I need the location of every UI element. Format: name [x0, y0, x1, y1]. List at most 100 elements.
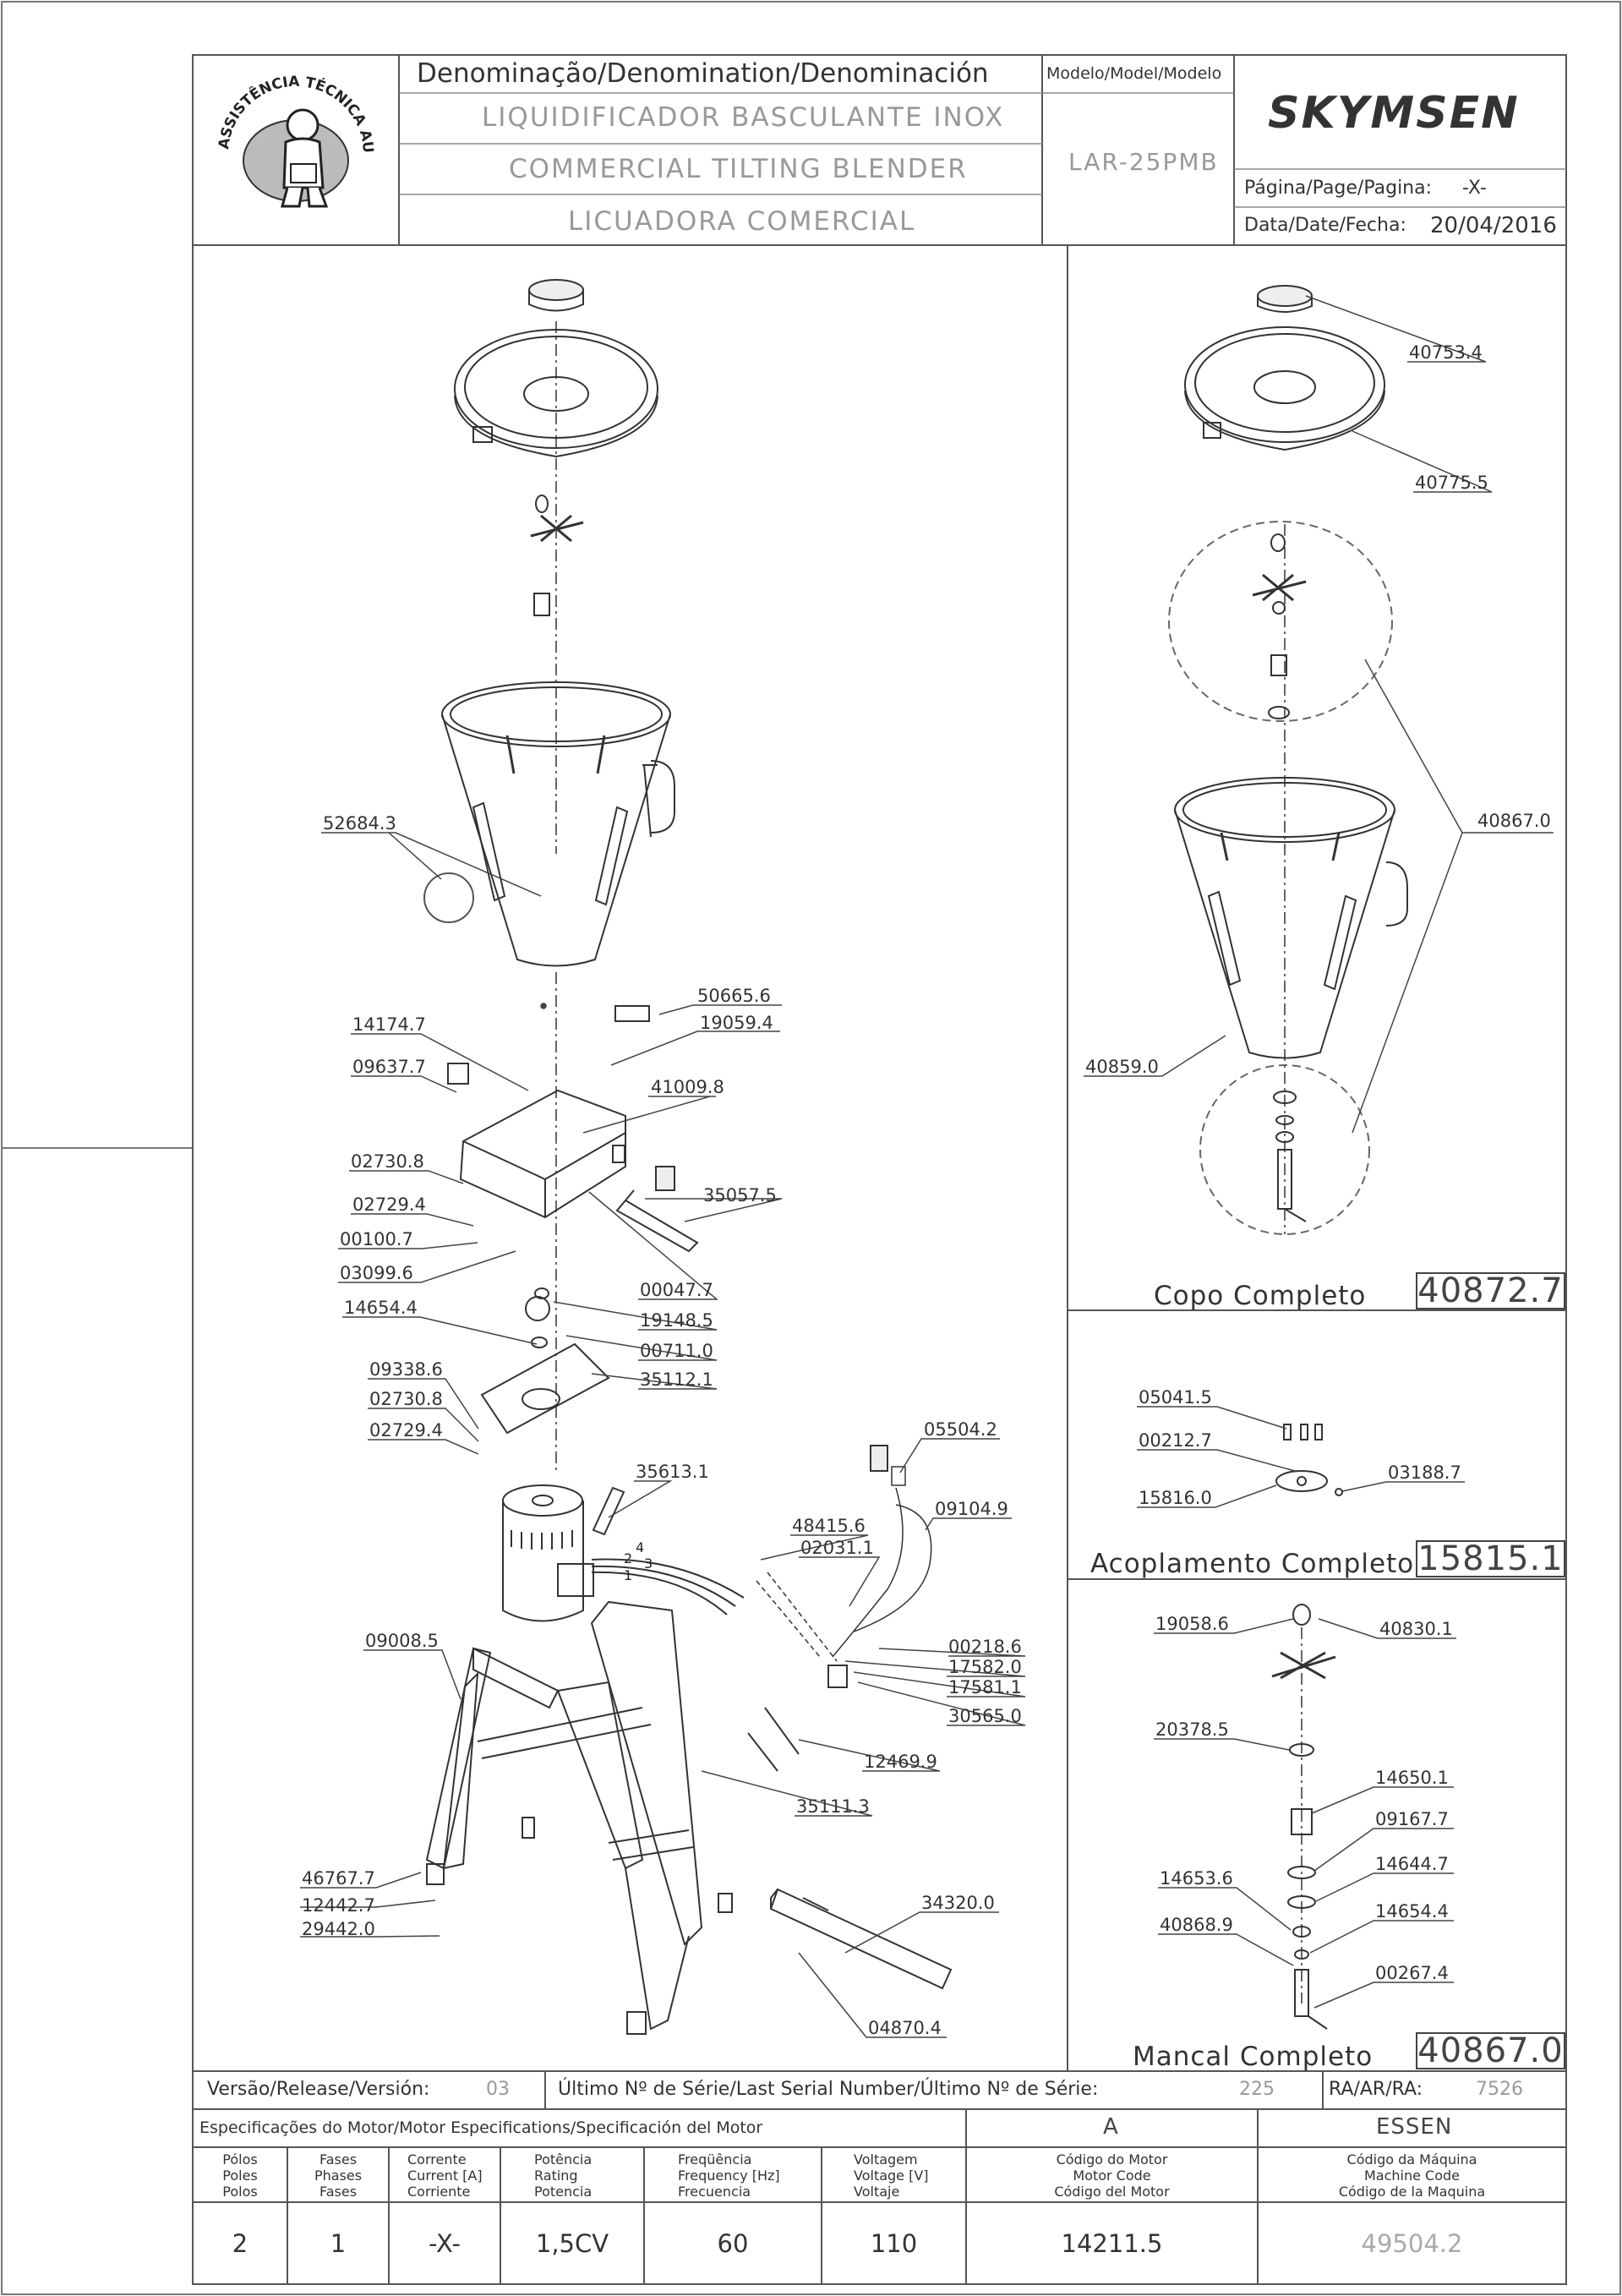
wire-number: 4 — [636, 1539, 645, 1555]
ra-label: RA/AR/RA: — [1329, 2079, 1423, 2100]
wire-number: 3 — [644, 1555, 653, 1572]
motor-spec-title: Especificações do Motor/Motor Especifica… — [199, 2118, 763, 2137]
callout-label: 09637.7 — [352, 1057, 426, 1077]
callout-label: 40868.9 — [1160, 1915, 1233, 1935]
callout-label: 03099.6 — [340, 1263, 413, 1283]
callout-label: 35112.1 — [640, 1369, 713, 1390]
motor-letter: A — [1103, 2114, 1118, 2140]
callout-label: 00212.7 — [1139, 1430, 1212, 1451]
page-value: -X- — [1462, 178, 1487, 199]
spec-value-phases: 1 — [330, 2229, 347, 2258]
callout-label: 52684.3 — [323, 813, 396, 834]
callout-label: 02730.8 — [351, 1151, 424, 1172]
callout-label: 09338.6 — [369, 1359, 443, 1380]
wire-number: 1 — [624, 1567, 633, 1583]
spec-value-voltage: 110 — [870, 2229, 918, 2258]
acoplamento-title: Acoplamento Completo — [1090, 1549, 1415, 1579]
brand-logo: SKYMSEN — [1268, 88, 1520, 139]
callout-label: 50665.6 — [697, 986, 771, 1006]
copo-code-box: 40872.7 — [1416, 1271, 1565, 1310]
spec-value-frequency: 60 — [717, 2229, 749, 2258]
product-name-es: LICUADORA COMERCIAL — [568, 206, 916, 237]
serial-label: Último Nº de Série/Last Serial Number/Úl… — [558, 2079, 1099, 2100]
date-value: 20/04/2016 — [1430, 213, 1557, 238]
callout-label: 00100.7 — [340, 1229, 413, 1249]
callout-label: 46767.7 — [302, 1868, 375, 1889]
copo-title: Copo Completo — [1154, 1281, 1367, 1311]
callout-label: 48415.6 — [792, 1516, 866, 1536]
callout-label: 19059.4 — [700, 1013, 773, 1033]
callout-label: 14653.6 — [1160, 1868, 1233, 1889]
callout-label: 05504.2 — [924, 1419, 997, 1440]
callout-label: 09104.9 — [935, 1499, 1008, 1519]
callout-label: 14644.7 — [1375, 1854, 1449, 1874]
spec-header-machine-code: Código da Máquina Machine Code Código de… — [1338, 2151, 1486, 2200]
callout-label: 17581.1 — [948, 1677, 1022, 1697]
spec-value-motor-code: 14211.5 — [1061, 2229, 1163, 2258]
spec-value-rating: 1,5CV — [535, 2229, 609, 2258]
spec-header-poles: Pólos Poles Polos — [222, 2151, 258, 2200]
callout-label: 35057.5 — [703, 1185, 777, 1205]
spec-value-current: -X- — [429, 2229, 461, 2258]
authorized-service-seal: ASSISTÊNCIA TÉCNICA AUTORIZADA — [203, 61, 389, 240]
callout-label: 40775.5 — [1415, 473, 1488, 493]
callout-label: 40867.0 — [1477, 811, 1551, 831]
callout-label: 02729.4 — [352, 1194, 426, 1215]
model-value: LAR-25PMB — [1068, 148, 1219, 176]
callout-label: 40859.0 — [1085, 1057, 1159, 1077]
callout-label: 02729.4 — [369, 1420, 443, 1440]
page-label: Página/Page/Pagina: — [1244, 178, 1433, 199]
ra-value: 7526 — [1476, 2079, 1523, 2100]
callout-label: 05041.5 — [1139, 1387, 1212, 1408]
callout-label: 34320.0 — [921, 1893, 995, 1913]
wire-number: 2 — [624, 1550, 633, 1566]
callout-label: 29442.0 — [302, 1919, 375, 1939]
denomination-label: Denominação/Denomination/Denominación — [417, 58, 989, 89]
callout-label: 00267.4 — [1375, 1963, 1449, 1983]
product-name-en: COMMERCIAL TILTING BLENDER — [509, 154, 968, 184]
version-value: 03 — [486, 2079, 510, 2100]
acoplamento-code-box: 15815.1 — [1416, 1539, 1565, 1578]
callout-label: 02730.8 — [369, 1389, 443, 1409]
callout-label: 14650.1 — [1375, 1768, 1449, 1788]
model-label: Modelo/Model/Modelo — [1046, 64, 1222, 83]
mancal-title: Mancal Completo — [1133, 2042, 1374, 2072]
callout-label: 03188.7 — [1388, 1462, 1461, 1483]
callout-label: 04870.4 — [868, 2018, 942, 2038]
spec-value-poles: 2 — [232, 2229, 248, 2258]
spec-header-phases: Fases Phases Fases — [314, 2151, 363, 2200]
spec-header-frequency: Freqüência Frequency [Hz] Frecuencia — [678, 2151, 780, 2200]
callout-label: 12442.7 — [302, 1895, 375, 1916]
callout-label: 12469.9 — [864, 1752, 937, 1772]
product-name-pt: LIQUIDIFICADOR BASCULANTE INOX — [482, 102, 1005, 133]
mancal-code-box: 40867.0 — [1416, 2031, 1565, 2070]
callout-label: 14174.7 — [352, 1014, 426, 1035]
callout-label: 09167.7 — [1375, 1809, 1449, 1829]
spec-header-motor-code: Código do Motor Motor Code Código del Mo… — [1054, 2151, 1170, 2200]
callout-label: 00218.6 — [948, 1637, 1022, 1657]
manufacturer-name: ESSEN — [1376, 2114, 1453, 2140]
spec-header-rating: Potência Rating Potencia — [534, 2151, 593, 2200]
callout-label: 19058.6 — [1155, 1614, 1229, 1634]
version-label: Versão/Release/Versión: — [207, 2079, 430, 2100]
date-label: Data/Date/Fecha: — [1244, 215, 1406, 236]
spec-value-machine-code: 49504.2 — [1361, 2229, 1463, 2258]
callout-label: 00047.7 — [640, 1280, 713, 1300]
seal-emblem-icon: ASSISTÊNCIA TÉCNICA AUTORIZADA — [203, 61, 376, 208]
callout-label: 17582.0 — [948, 1657, 1022, 1677]
callout-label: 00711.0 — [640, 1341, 713, 1361]
callout-label: 15816.0 — [1139, 1488, 1212, 1508]
callout-label: 40753.4 — [1409, 342, 1483, 363]
callout-label: 41009.8 — [651, 1077, 724, 1097]
serial-value: 225 — [1239, 2079, 1275, 2100]
callout-label: 40830.1 — [1379, 1619, 1453, 1639]
callout-label: 20378.5 — [1155, 1719, 1229, 1740]
spec-header-current: Corrente Current [A] Corriente — [407, 2151, 483, 2200]
callout-label: 35111.3 — [796, 1796, 870, 1817]
callout-label: 14654.4 — [344, 1298, 418, 1318]
callout-label: 35613.1 — [636, 1462, 709, 1482]
callout-label: 09008.5 — [365, 1631, 439, 1651]
spec-header-voltage: Voltagem Voltage [V] Voltaje — [854, 2151, 929, 2200]
